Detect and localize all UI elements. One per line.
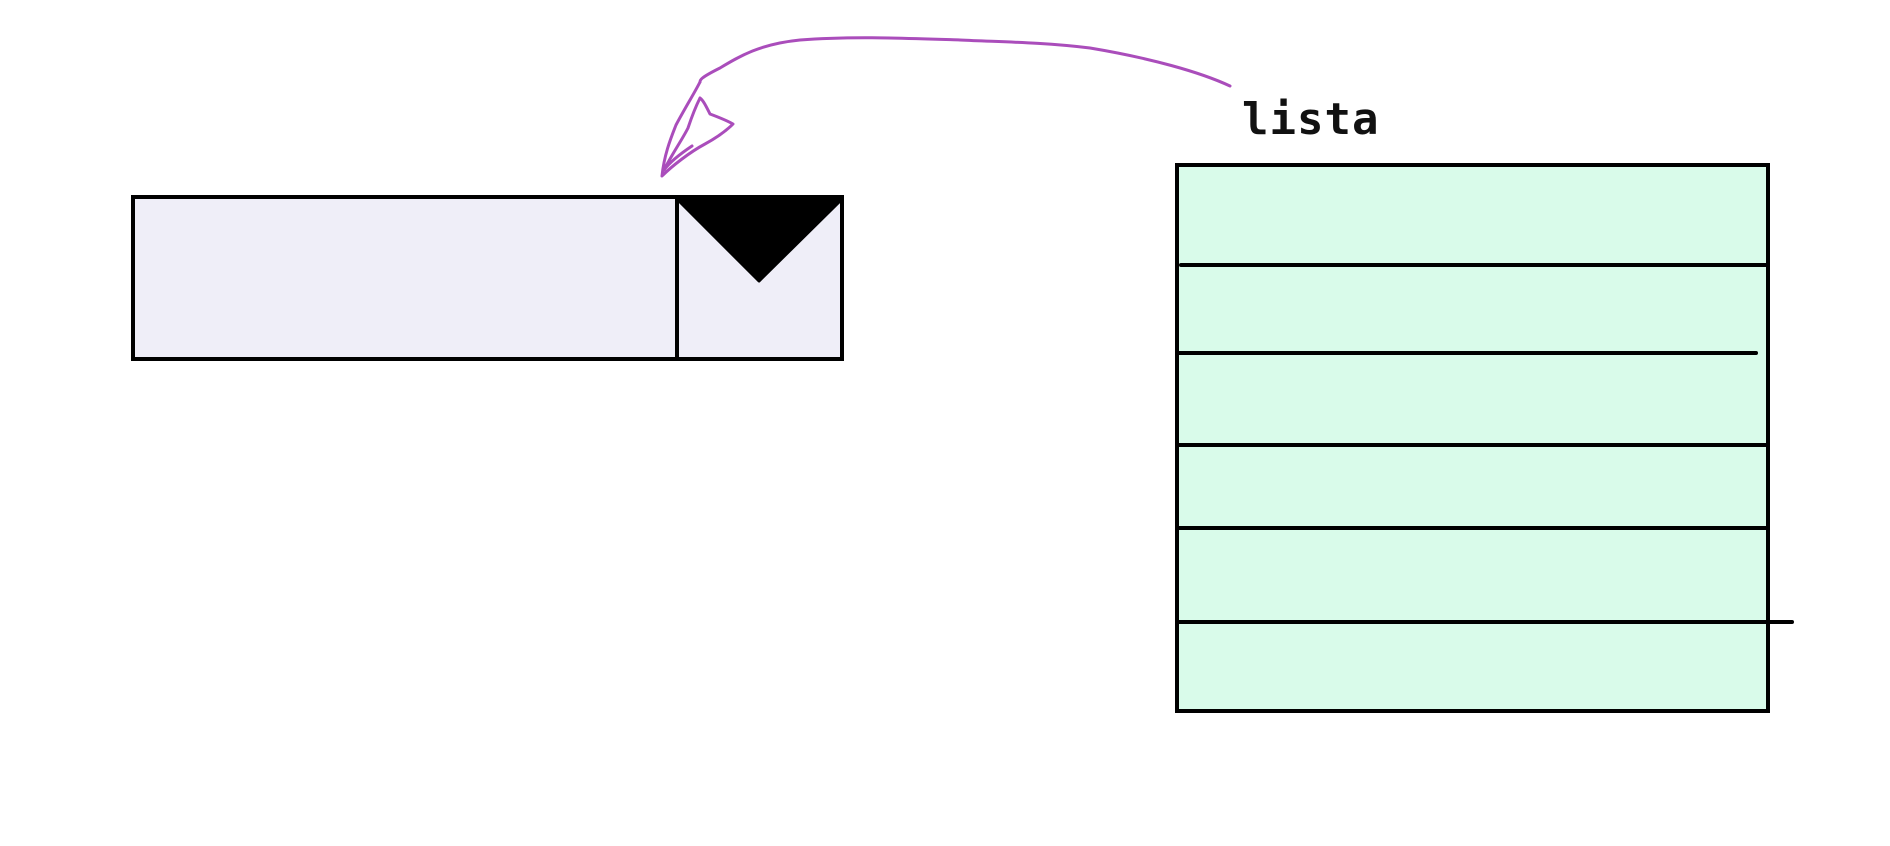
list-box-frame xyxy=(1175,163,1770,713)
arrow-curve xyxy=(698,36,1232,88)
list-box[interactable] xyxy=(1175,163,1794,713)
arrow-head xyxy=(660,80,735,178)
list-label: lista xyxy=(1242,94,1380,145)
dropdown-widget[interactable] xyxy=(131,195,844,361)
triangle-down-icon xyxy=(675,197,844,283)
hand-drawn-arrow xyxy=(660,36,1232,178)
dropdown-text-area[interactable] xyxy=(131,195,679,361)
